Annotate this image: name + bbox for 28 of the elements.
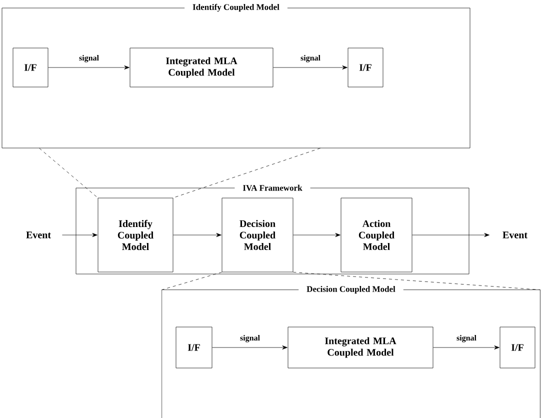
dashed-line [39, 148, 98, 198]
arrow [173, 233, 222, 237]
arrow [412, 233, 490, 237]
arrow [273, 66, 348, 70]
node-label: Decision Coupled Model [306, 286, 396, 294]
model-box: I/F [348, 48, 384, 88]
model-box: Identify Coupled Model [98, 198, 174, 272]
arrow [48, 66, 130, 70]
model-box: Action Coupled Model [340, 198, 412, 272]
event-label: Event [502, 232, 528, 238]
model-box: I/F [12, 48, 48, 88]
arrow [433, 346, 500, 350]
arrow [212, 346, 288, 350]
edge-label: signal [79, 54, 99, 62]
model-box: Integrated MLA Coupled Model [130, 48, 274, 88]
dashed-line [162, 272, 222, 290]
model-box: I/F [500, 326, 536, 368]
edge-label: signal [456, 335, 476, 342]
dashed-line [293, 272, 540, 290]
model-box: I/F [176, 326, 212, 368]
model-box: Decision Coupled Model [222, 198, 294, 272]
arrow [62, 233, 98, 237]
event-label: Event [26, 232, 51, 238]
arrow [293, 233, 340, 237]
edge-label: signal [240, 335, 260, 342]
dashed-line [173, 148, 321, 198]
model-box: Integrated MLA Coupled Model [288, 326, 434, 368]
edge-label: signal [300, 54, 320, 62]
